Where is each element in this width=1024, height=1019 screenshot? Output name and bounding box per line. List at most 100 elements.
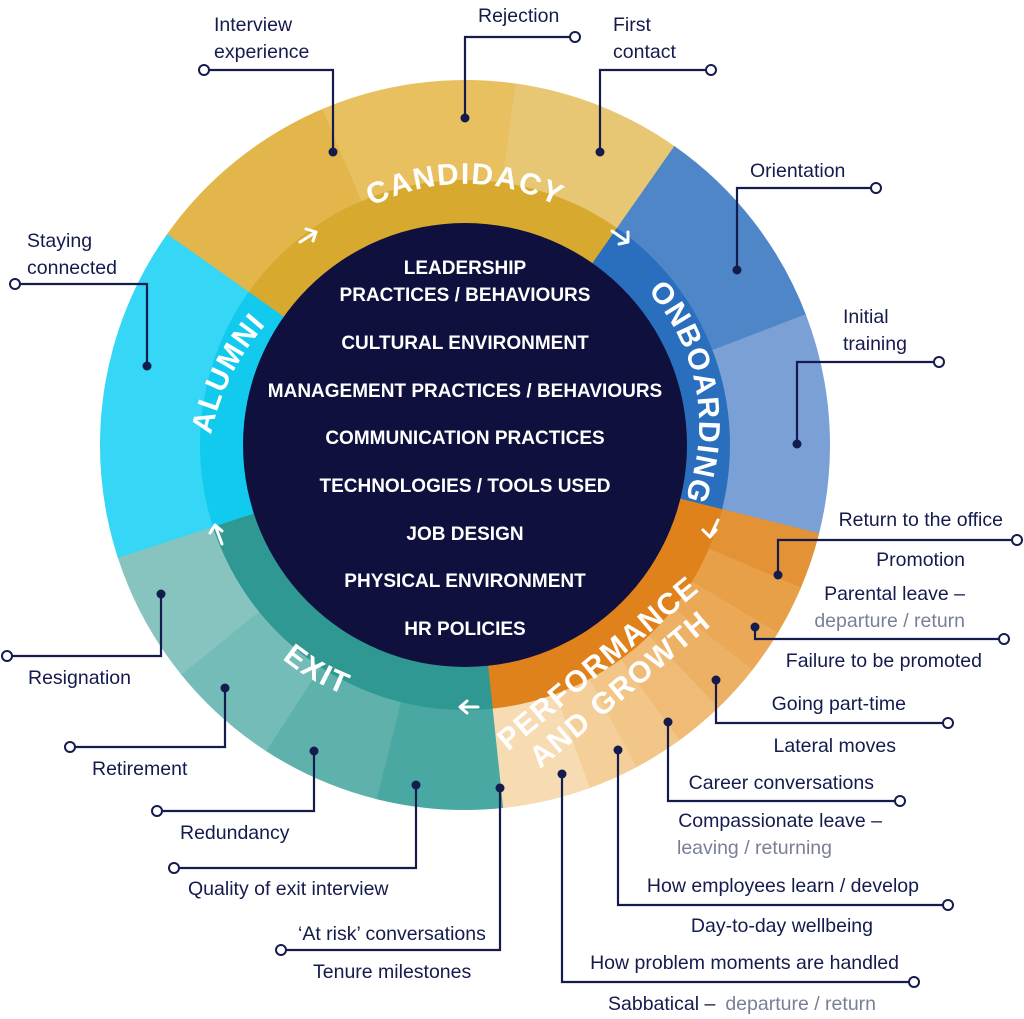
arrow-icon — [458, 699, 480, 715]
leader-end-ring — [942, 899, 954, 911]
core-factor-technologies: TECHNOLOGIES / TOOLS USED — [319, 476, 610, 497]
callout-initial-training-1: Initial — [843, 306, 889, 328]
outer-ring-segment — [705, 508, 820, 590]
outer-ring-segment — [491, 691, 590, 809]
callout-sabbatical-2: departure / return — [725, 993, 876, 1015]
callout-initial-training-2: training — [843, 333, 907, 355]
leader-end-ring — [894, 795, 906, 807]
leader-quality-exit — [174, 785, 418, 870]
leader-staying — [15, 282, 149, 366]
leader-end-ring — [1011, 534, 1023, 546]
leader-resignation — [7, 594, 163, 658]
leader-dot — [663, 717, 673, 727]
leader-orientation — [735, 186, 876, 270]
outer-ring-segment — [670, 579, 778, 672]
leader-retirement — [70, 688, 227, 749]
outer-ring-segment — [374, 698, 504, 810]
leader-end-ring — [870, 182, 882, 194]
core-circle — [243, 223, 687, 667]
arrow-icon — [610, 229, 630, 246]
callout-tenure: Tenure milestones — [313, 961, 471, 983]
leader-dot — [220, 683, 230, 693]
core-factor-management: MANAGEMENT PRACTICES / BEHAVIOURS — [268, 381, 662, 402]
leader-part-time — [714, 680, 948, 725]
leader-end-ring — [1, 650, 13, 662]
callout-retirement: Retirement — [92, 758, 188, 780]
stage-ring-segment — [247, 180, 619, 322]
outer-ring-segment — [99, 234, 252, 558]
leader-end-ring — [168, 862, 180, 874]
outer-ring-segment — [322, 80, 518, 204]
leader-dot — [328, 147, 338, 157]
leader-dot — [595, 147, 605, 157]
core-factor-hr-policies: HR POLICIES — [404, 619, 525, 640]
leader-end-ring — [9, 278, 21, 290]
callout-parental-2: departure / return — [814, 610, 965, 632]
callout-quality-exit: Quality of exit interview — [188, 878, 389, 900]
leader-dot — [495, 783, 505, 793]
leader-dot — [792, 439, 802, 449]
callout-compassionate-2: leaving / returning — [677, 837, 832, 859]
leader-tenure — [281, 788, 502, 952]
callout-failure-promoted: Failure to be promoted — [786, 650, 982, 672]
callout-career-conv: Career conversations — [689, 772, 875, 794]
outer-ring-segment — [264, 663, 402, 800]
core-factor-leadership: LEADERSHIP — [404, 258, 527, 279]
stage-ring-segment — [486, 497, 723, 709]
outer-ring-segment — [166, 108, 364, 295]
callout-redundancy: Redundancy — [180, 822, 290, 844]
leader-dot — [411, 780, 421, 790]
outer-ring-segment — [586, 656, 680, 769]
callout-staying-1: Staying — [27, 230, 92, 252]
leader-end-ring — [198, 64, 210, 76]
core-factor-physical: PHYSICAL ENVIRONMENT — [344, 571, 586, 592]
arrow-icon — [298, 227, 318, 244]
core-factor-culture: CULTURAL ENVIRONMENT — [341, 333, 589, 354]
leader-sabbatical — [616, 750, 948, 907]
core-factors: LEADERSHIP PRACTICES / BEHAVIOURS CULTUR… — [268, 258, 662, 640]
leader-end-ring — [275, 944, 287, 956]
leader-dot — [460, 113, 470, 123]
leader-return-office — [776, 538, 1018, 575]
leader-dot — [613, 745, 623, 755]
callout-return-office: Return to the office — [839, 509, 1003, 531]
callout-promotion: Promotion — [876, 549, 965, 571]
callout-interview-1: Interview — [214, 14, 293, 36]
callout-compassionate-1: Compassionate leave – — [678, 810, 882, 832]
leader-initial-training — [795, 360, 939, 444]
callout-sabbatical: Sabbatical – departure / return — [608, 993, 876, 1015]
callout-staying-2: connected — [27, 257, 117, 279]
callout-rejection: Rejection — [478, 5, 559, 27]
outer-ring-segment — [553, 676, 637, 789]
outer-ring-segment — [688, 547, 801, 635]
callout-problem-moments: How problem moments are handled — [590, 952, 899, 974]
leader-end-ring — [151, 805, 163, 817]
leader-redundancy — [157, 751, 316, 813]
leader-interview — [204, 68, 335, 152]
leader-end-ring — [569, 31, 581, 43]
leader-end-ring — [908, 976, 920, 988]
leader-problem — [560, 774, 914, 984]
callout-parental-1: Parental leave – — [824, 583, 965, 605]
leader-first-contact — [598, 68, 711, 152]
leader-end-ring — [64, 741, 76, 753]
callout-orientation: Orientation — [750, 160, 845, 182]
leader-dot — [711, 675, 721, 685]
core-factor-job-design: JOB DESIGN — [406, 524, 523, 545]
leader-dot — [156, 589, 166, 599]
callout-first-contact-2: contact — [613, 41, 676, 63]
core-factor-communication: COMMUNICATION PRACTICES — [325, 428, 604, 449]
flow-arrows — [208, 227, 720, 715]
leader-end-ring — [705, 64, 717, 76]
leader-dot — [557, 769, 567, 779]
leader-lines — [1, 31, 1023, 988]
leader-dot — [309, 746, 319, 756]
leader-end-ring — [933, 356, 945, 368]
callout-sabbatical-1: Sabbatical – — [608, 993, 715, 1015]
arrow-icon — [208, 523, 224, 546]
leader-dot — [750, 622, 760, 632]
outer-ring-segment — [615, 146, 807, 353]
outer-ring-segment — [180, 608, 323, 752]
outer-ring-segment — [709, 314, 831, 536]
